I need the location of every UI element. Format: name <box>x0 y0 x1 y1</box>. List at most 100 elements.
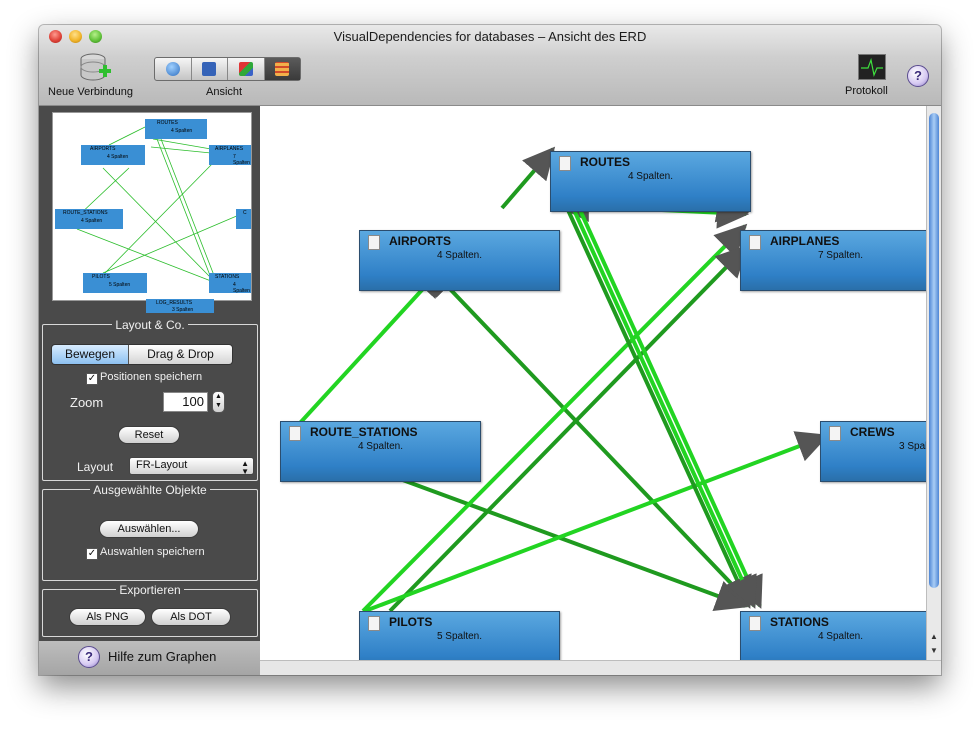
table-node-airports[interactable]: AIRPORTS 4 Spalten. <box>359 230 560 291</box>
scroll-down-arrow-icon[interactable]: ▼ <box>930 646 938 655</box>
table-icon <box>368 616 380 631</box>
close-window-button[interactable] <box>49 30 62 43</box>
table-node-stations[interactable]: STATIONS 4 Spalten. <box>740 611 926 660</box>
table-name: CREWS <box>850 425 895 439</box>
layout-select-value: FR-Layout <box>136 459 188 471</box>
table-node-pilots[interactable]: PILOTS 5 Spalten. <box>359 611 560 660</box>
table-columns: 3 Spal <box>899 441 926 452</box>
table-node-crews[interactable]: CREWS 3 Spal <box>820 421 926 482</box>
table-columns: 4 Spalten. <box>817 631 864 642</box>
layout-group-title: Layout & Co. <box>43 316 257 334</box>
erd-edge <box>500 146 556 210</box>
view-shapes-button[interactable] <box>228 58 265 80</box>
table-columns: 4 Spalten. <box>436 250 483 261</box>
view-erd-button[interactable] <box>264 58 300 80</box>
erd-edges <box>298 146 829 613</box>
table-name: ROUTE_STATIONS <box>310 425 418 439</box>
layout-label: Layout <box>77 460 114 474</box>
table-columns: 4 Spalten. <box>357 441 404 452</box>
mode-drag-drop-button[interactable]: Drag & Drop <box>129 345 232 364</box>
title-toolbar: VisualDependencies for databases – Ansic… <box>39 25 941 106</box>
database-add-icon <box>80 53 111 81</box>
help-button[interactable]: ? <box>907 65 929 87</box>
table-node-airplanes[interactable]: AIRPLANES 7 Spalten. <box>740 230 926 291</box>
mode-move-button[interactable]: Bewegen <box>52 345 129 364</box>
scroll-up-arrow-icon[interactable]: ▲ <box>930 632 938 641</box>
table-icon <box>829 426 841 441</box>
new-connection-label: Neue Verbindung <box>48 86 134 98</box>
table-icon <box>559 156 571 171</box>
table-name: PILOTS <box>389 615 433 629</box>
table-columns: 5 Spalten. <box>436 631 483 642</box>
scrollbar-thumb[interactable] <box>929 113 939 588</box>
table-columns: 4 Spalten. <box>627 171 674 182</box>
table-node-route-stations[interactable]: ROUTE_STATIONS 4 Spalten. <box>280 421 481 482</box>
zoom-input[interactable]: 100 <box>163 392 208 412</box>
selection-group: Ausgewählte Objekte Auswählen... ✓ Auswa… <box>42 483 258 581</box>
zoom-label: Zoom <box>70 395 104 410</box>
activity-monitor-icon <box>858 54 886 80</box>
minimize-window-button[interactable] <box>69 30 82 43</box>
minimap-node: C <box>236 209 251 229</box>
view-table-button[interactable] <box>192 58 228 80</box>
export-group-title: Exportieren <box>43 581 257 599</box>
save-positions-label: Positionen speichern <box>100 371 203 383</box>
layout-select[interactable]: FR-Layout ▲▼ <box>129 457 254 476</box>
save-positions-checkbox[interactable]: ✓ <box>86 373 98 385</box>
table-columns: 7 Spalten. <box>817 250 864 261</box>
erd-edge <box>298 264 446 425</box>
zoom-window-button[interactable] <box>89 30 102 43</box>
log-label: Protokoll <box>845 85 888 97</box>
app-window: VisualDependencies for databases – Ansic… <box>39 25 941 675</box>
table-node-routes[interactable]: ROUTES 4 Spalten. <box>550 151 751 212</box>
new-connection-button[interactable]: Neue Verbindung <box>47 51 147 99</box>
erd-edge <box>399 477 749 612</box>
table-name: STATIONS <box>770 615 829 629</box>
view-segmented-control[interactable] <box>154 57 301 81</box>
export-dot-button[interactable]: Als DOT <box>151 608 231 626</box>
erd-edge <box>364 431 829 613</box>
save-selection-checkbox[interactable]: ✓ <box>86 548 98 560</box>
erd-edge <box>572 209 757 609</box>
table-icon <box>202 62 217 76</box>
reset-button[interactable]: Reset <box>118 426 180 444</box>
window-title: VisualDependencies for databases – Ansic… <box>333 29 647 44</box>
erd-edge <box>388 244 749 613</box>
layout-group: Layout & Co. Bewegen Drag & Drop ✓ Posit… <box>42 318 258 481</box>
view-label: Ansicht <box>206 86 243 98</box>
select-objects-button[interactable]: Auswählen... <box>99 520 199 538</box>
horizontal-scroll-area[interactable] <box>260 660 941 675</box>
shapes-icon <box>238 62 253 76</box>
globe-icon <box>165 62 180 76</box>
table-icon <box>749 235 761 250</box>
table-icon <box>368 235 380 250</box>
erd-canvas[interactable]: ROUTES 4 Spalten. AIRPORTS 4 Spalten. AI… <box>260 106 926 660</box>
minimap-edges <box>76 126 240 282</box>
layout-mode-segmented[interactable]: Bewegen Drag & Drop <box>51 344 233 365</box>
select-arrows-icon: ▲▼ <box>241 459 249 476</box>
zoom-stepper[interactable]: ▲▼ <box>212 391 225 413</box>
erd-edge <box>425 263 747 600</box>
table-name: AIRPORTS <box>389 234 452 248</box>
graph-help-icon[interactable]: ? <box>78 646 100 668</box>
graph-help-label[interactable]: Hilfe zum Graphen <box>108 649 217 664</box>
erd-grid-icon <box>275 62 290 76</box>
graph-help-bar: ? Hilfe zum Graphen <box>39 641 260 675</box>
view-globe-button[interactable] <box>155 58 192 80</box>
erd-edge <box>361 223 748 613</box>
table-name: ROUTES <box>580 155 631 169</box>
vertical-scrollbar[interactable]: ▲ ▼ <box>926 106 941 660</box>
table-icon <box>289 426 301 441</box>
log-button[interactable]: Protokoll <box>844 53 904 99</box>
erd-edge <box>566 209 752 609</box>
export-png-button[interactable]: Als PNG <box>69 608 146 626</box>
